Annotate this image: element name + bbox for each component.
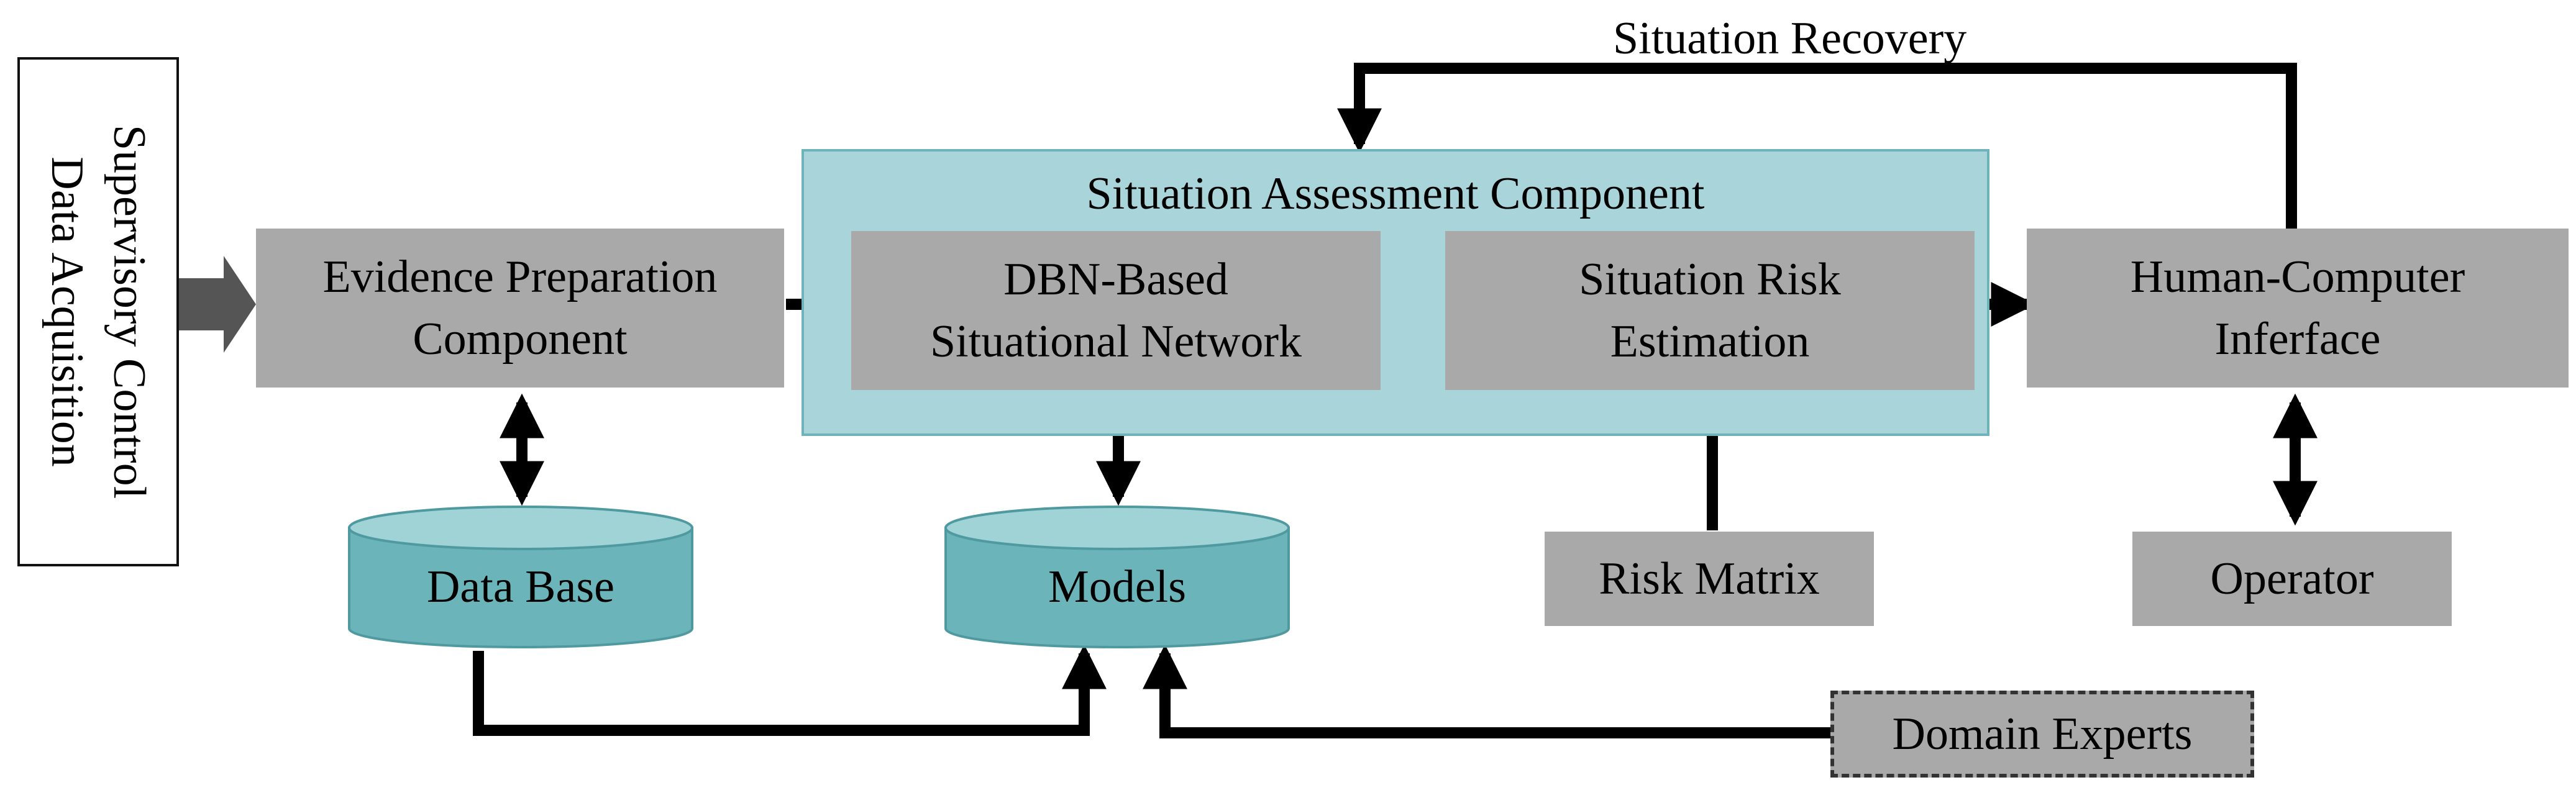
dbn-network-box: DBN-Based Situational Network <box>851 231 1381 390</box>
database-label: Data Base <box>426 561 615 612</box>
scada-input-arrow <box>177 256 256 353</box>
evidence-preparation-box: Evidence Preparation Component <box>256 229 784 388</box>
domain-experts-box: Domain Experts <box>1830 691 2254 778</box>
dbn-label-line2: Situational Network <box>929 316 1302 367</box>
human-computer-interface-box: Human-Computer Inferface <box>2027 229 2569 388</box>
scada-label-line2: Data Acquisition <box>42 157 93 467</box>
hci-label-line1: Human-Computer <box>2130 252 2465 302</box>
database-cylinder <box>348 506 693 648</box>
arrow-domain-experts-to-models <box>1143 644 1830 738</box>
scada-box: Supervisory Control Data Acquisition <box>17 57 179 566</box>
models-label: Models <box>1048 561 1186 612</box>
domain-experts-label: Domain Experts <box>1892 708 2193 760</box>
scada-label-line1: Supervisory Control <box>104 124 155 499</box>
dbn-label-line1: DBN-Based <box>1003 254 1228 305</box>
hci-label-line2: Inferface <box>2214 314 2381 365</box>
risk-estimation-label-line2: Estimation <box>1610 316 1810 367</box>
models-cylinder <box>944 506 1290 648</box>
situation-assessment-title: Situation Assessment Component <box>1086 168 1705 219</box>
operator-label: Operator <box>2210 553 2374 604</box>
risk-estimation-box: Situation Risk Estimation <box>1445 231 1975 390</box>
evidence-label-line1: Evidence Preparation <box>322 252 718 302</box>
risk-matrix-box: Risk Matrix <box>1545 532 1874 626</box>
situation-recovery-loop <box>1337 63 2297 229</box>
situation-recovery-label: Situation Recovery <box>1613 13 1967 64</box>
operator-box: Operator <box>2132 532 2452 626</box>
risk-matrix-label: Risk Matrix <box>1599 553 1820 604</box>
evidence-label-line2: Component <box>413 314 628 365</box>
arrow-database-to-models <box>473 644 1107 736</box>
risk-estimation-label-line1: Situation Risk <box>1579 254 1841 305</box>
scada-label: Supervisory Control Data Acquisition <box>36 125 160 499</box>
